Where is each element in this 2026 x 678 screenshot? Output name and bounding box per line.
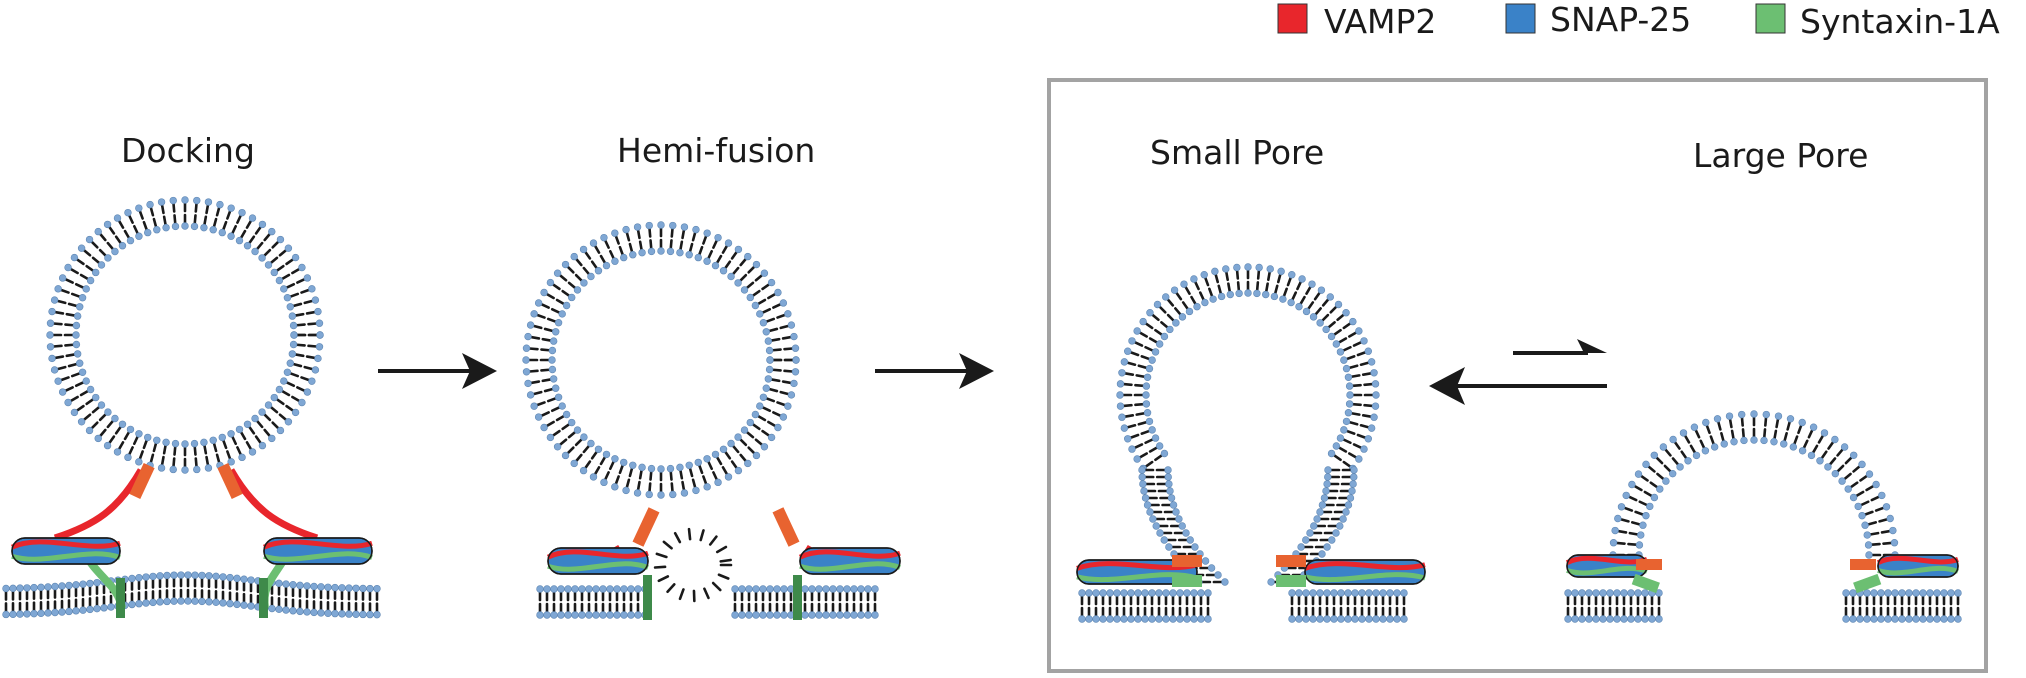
docking-scene — [2, 196, 381, 619]
docking-vesicle — [46, 196, 324, 474]
stage-title-small-pore: Small Pore — [1150, 133, 1324, 172]
large-pore-scene — [1564, 410, 1962, 623]
legend-label-snap25: SNAP-25 — [1550, 0, 1691, 39]
small-pore-scene — [1076, 263, 1426, 623]
large-pore-plasma-membrane-left — [1564, 589, 1663, 623]
legend: VAMP2 SNAP-25 Syntaxin-1A — [1277, 0, 2000, 41]
hemifusion-stalk — [653, 527, 733, 603]
hemifusion-scene — [522, 221, 901, 620]
arrow-docking-to-hemifusion — [378, 353, 497, 389]
legend-swatch-snap25 — [1505, 3, 1536, 34]
hemifusion-snare-complex-right — [772, 507, 901, 620]
large-pore-arch — [1609, 410, 1899, 559]
arrow-hemifusion-to-small-pore — [875, 353, 994, 389]
small-pore-plasma-membrane-left — [1078, 589, 1212, 623]
small-pore-plasma-membrane-right — [1288, 589, 1408, 623]
stage-title-docking: Docking — [121, 131, 255, 170]
large-pore-plasma-membrane-right — [1842, 589, 1962, 623]
stage-title-hemifusion: Hemi-fusion — [617, 131, 815, 170]
docking-snare-complex-right — [217, 463, 373, 618]
docking-plasma-membrane — [2, 571, 381, 619]
small-pore-omega-membrane — [1116, 263, 1380, 586]
large-pore-snare-complex-right — [1850, 554, 1959, 594]
small-pore-snare-complex-left — [1076, 555, 1202, 587]
legend-label-vamp2: VAMP2 — [1324, 2, 1436, 41]
docking-snare-complex-left — [10, 463, 155, 618]
hemifusion-plasma-membrane-right — [731, 585, 879, 619]
pore-state-frame — [1047, 78, 1988, 673]
hemifusion-plasma-membrane-left — [536, 585, 649, 619]
equilibrium-arrows — [1429, 339, 1607, 405]
small-pore-snare-complex-right — [1276, 555, 1426, 587]
stage-title-large-pore: Large Pore — [1693, 136, 1868, 175]
legend-swatch-syntaxin — [1755, 3, 1786, 34]
hemifusion-vesicle — [522, 221, 800, 499]
hemifusion-snare-complex-left — [546, 507, 660, 620]
legend-swatch-vamp2 — [1277, 3, 1308, 34]
legend-label-syntaxin: Syntaxin-1A — [1800, 2, 2000, 41]
large-pore-snare-complex-left — [1565, 554, 1662, 594]
